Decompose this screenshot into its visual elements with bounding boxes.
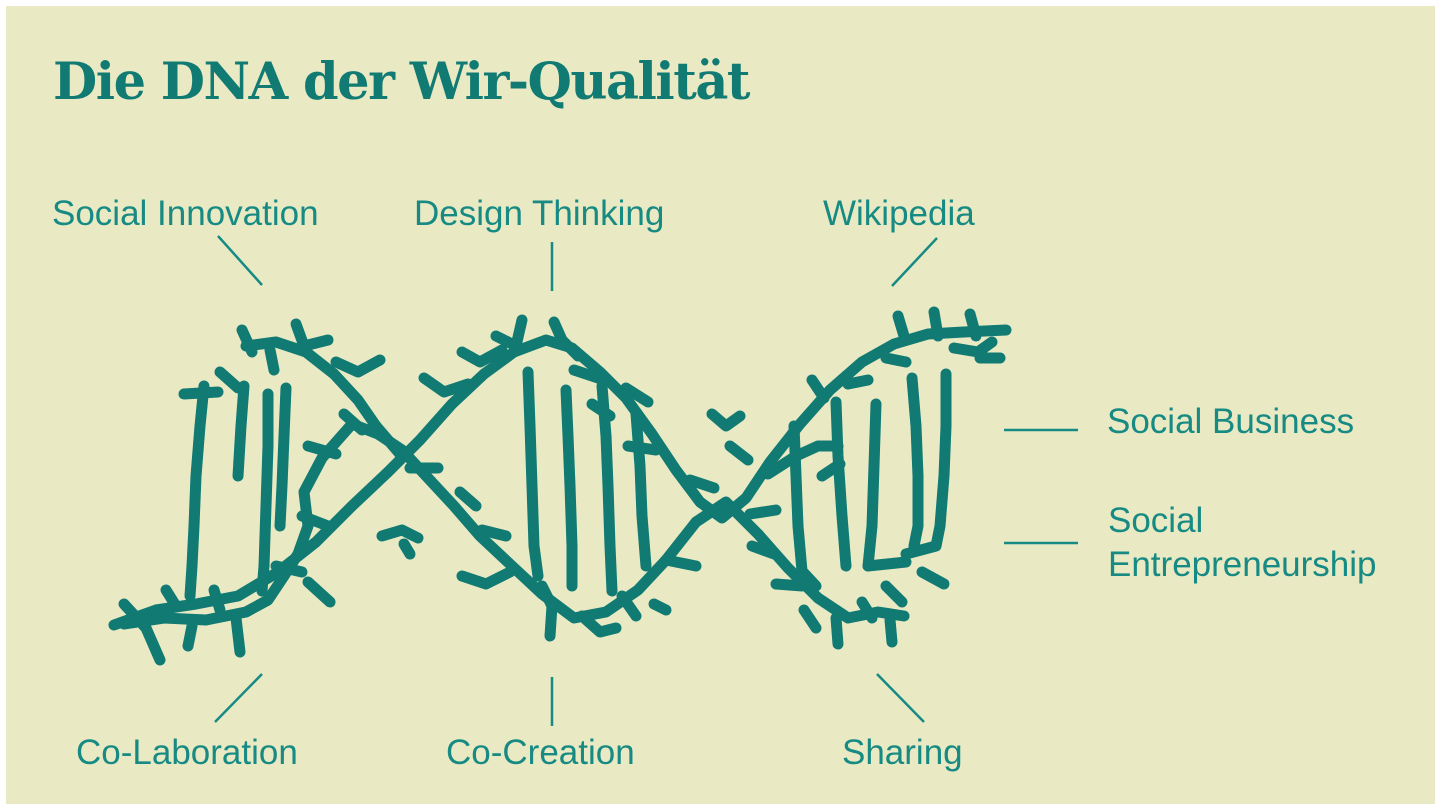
bristle (330, 354, 386, 378)
bristle (576, 610, 622, 638)
dna-bristles (118, 306, 1006, 666)
label-co-creation: Co-Creation (446, 733, 635, 772)
rung (274, 382, 292, 532)
page-title: Die DNA der Wir-Qualität (53, 52, 750, 112)
bristle (884, 614, 898, 648)
bristle (568, 364, 604, 384)
rung (256, 388, 274, 597)
dna-rungs (184, 366, 952, 602)
bristle (456, 344, 508, 368)
bristle (264, 344, 280, 376)
rung (788, 420, 822, 592)
dna-strand-b (118, 418, 910, 630)
bristle (296, 510, 334, 532)
bristle (290, 318, 334, 352)
rung (900, 368, 952, 560)
rung (906, 372, 924, 552)
bristle (880, 580, 908, 608)
label-social-business: Social Business (1107, 402, 1355, 441)
bristle (586, 398, 616, 422)
bristle (744, 504, 782, 520)
bristle (118, 598, 166, 666)
bristle (208, 584, 226, 616)
label-social-entrepreneurship-line2: Entrepreneurship (1108, 545, 1377, 584)
label-co-laboration: Co-Laboration (76, 733, 298, 772)
bristle (770, 578, 808, 592)
dna-strand-d (762, 440, 844, 480)
dna-illustration (108, 235, 1078, 726)
bristle (816, 458, 846, 482)
rung (560, 384, 578, 592)
bristle (338, 408, 368, 436)
bristle (724, 440, 754, 466)
leader-line-wikipedia (891, 237, 938, 287)
bristle (230, 612, 246, 658)
label-sharing: Sharing (842, 733, 963, 772)
diagram-canvas: Die DNA der Wir-Qualität Social Innovati… (6, 6, 1435, 804)
leader-line-sharing (876, 673, 925, 723)
bristle (616, 590, 642, 622)
bristle (830, 612, 844, 650)
bristle (622, 440, 662, 456)
leader-line-co-laboration (214, 673, 263, 723)
rung (522, 366, 544, 582)
bristle (236, 324, 258, 358)
label-design-thinking: Design Thinking (414, 194, 665, 233)
leader-lines (214, 235, 1078, 726)
bristle (916, 566, 950, 590)
label-social-innovation: Social Innovation (52, 194, 319, 233)
bristle (964, 308, 982, 342)
bristle (302, 440, 342, 460)
dna-strand-c (240, 336, 406, 460)
bristle (928, 306, 944, 342)
bristle (456, 566, 516, 590)
label-social-entrepreneurship-line1: Social (1108, 501, 1204, 540)
bristle (476, 524, 512, 542)
bristle (706, 408, 746, 432)
label-social-entrepreneurship: Social Entrepreneurship (1108, 499, 1377, 587)
bristle (398, 538, 416, 560)
bristle (376, 524, 424, 544)
bristle (490, 314, 528, 352)
bristle (620, 382, 654, 408)
rung (232, 380, 250, 482)
rung (862, 398, 882, 572)
bristle (214, 366, 244, 394)
rung (862, 556, 912, 572)
bristle (302, 576, 336, 608)
bristle (182, 620, 198, 652)
bristle (270, 560, 308, 578)
bristle (806, 374, 830, 404)
rung (830, 396, 852, 572)
bristle (892, 310, 910, 342)
bristle (536, 580, 558, 642)
bristle (648, 598, 672, 616)
bristle (880, 352, 912, 368)
rung (630, 408, 652, 572)
bristle (948, 336, 998, 358)
bristle (660, 554, 702, 572)
bristle (418, 372, 474, 398)
bristle (746, 540, 780, 560)
bristle (548, 316, 584, 362)
label-wikipedia: Wikipedia (823, 194, 975, 233)
rung (596, 380, 618, 597)
bristle (842, 374, 874, 390)
bristle (454, 486, 482, 512)
dna-helix (108, 306, 1012, 666)
bristle (178, 386, 224, 400)
bristle (160, 584, 182, 612)
leader-line-social-innovation (217, 235, 263, 286)
bristle (684, 474, 720, 494)
bristle (798, 604, 822, 634)
bristle (856, 596, 878, 624)
rung (184, 380, 210, 602)
